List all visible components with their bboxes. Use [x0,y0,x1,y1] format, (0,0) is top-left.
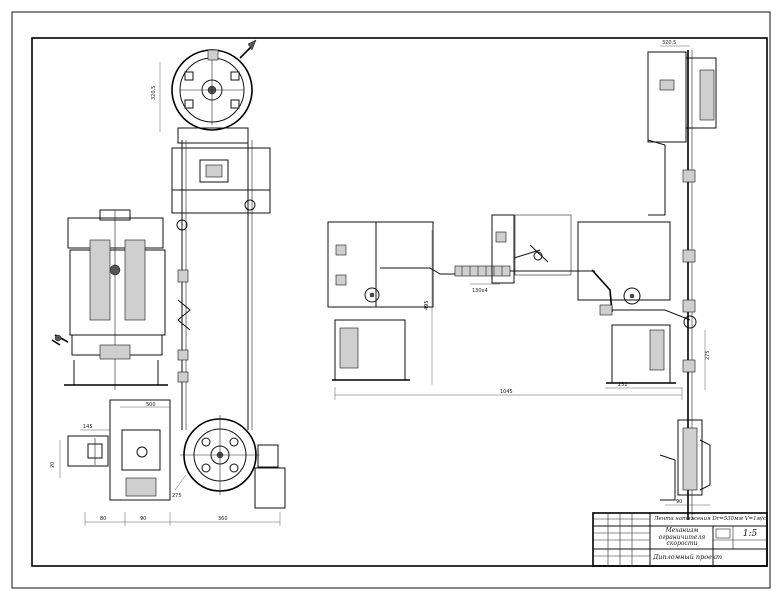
dim-bottom-3: 360 [218,516,228,522]
title-project-type: Дипломный проект [653,553,723,561]
bottom-dimensions-left: 80 90 360 [84,512,281,526]
dim-spring: 130х4 [472,288,488,294]
tension-bracket-left: 20 145 500 [50,399,171,501]
dim-right-mid: 275 [705,350,711,360]
dim-pulley-dia: 275 [172,493,182,499]
dim-bottom-2: 90 [140,516,146,522]
outer-border [11,11,771,589]
center-linkage-view: 130х4 1045 252 495 [327,214,691,400]
governor-side-view [51,209,168,390]
title-block [592,512,768,567]
dim-frame-width: 500 [146,402,156,408]
dim-right-bottom: 90 [676,499,682,505]
vertical-ropes [171,140,271,430]
dim-bracket-width: 145 [83,424,93,430]
dim-center-height: 495 [424,300,430,310]
top-pulley-view: 320,5 [151,39,270,149]
dim-right-top: 320,5 [662,40,676,46]
inner-frame [31,37,768,567]
dim-bottom-1: 80 [100,516,106,522]
dim-center-right: 252 [618,382,628,388]
tension-pulley-view: 275 [172,415,286,509]
right-rope-view: 320,5 275 90 [647,40,717,520]
title-device-name: Механизм ограничителя скорости [658,527,706,547]
title-scale: 1:5 [742,529,758,539]
dim-center-total: 1045 [500,389,513,395]
dim-bracket-height: 20 [50,462,56,468]
title-speed-line: Лента натяжения Dr=530мм V=1м/с [654,516,766,522]
dim-pulley-height: 320,5 [151,86,157,100]
